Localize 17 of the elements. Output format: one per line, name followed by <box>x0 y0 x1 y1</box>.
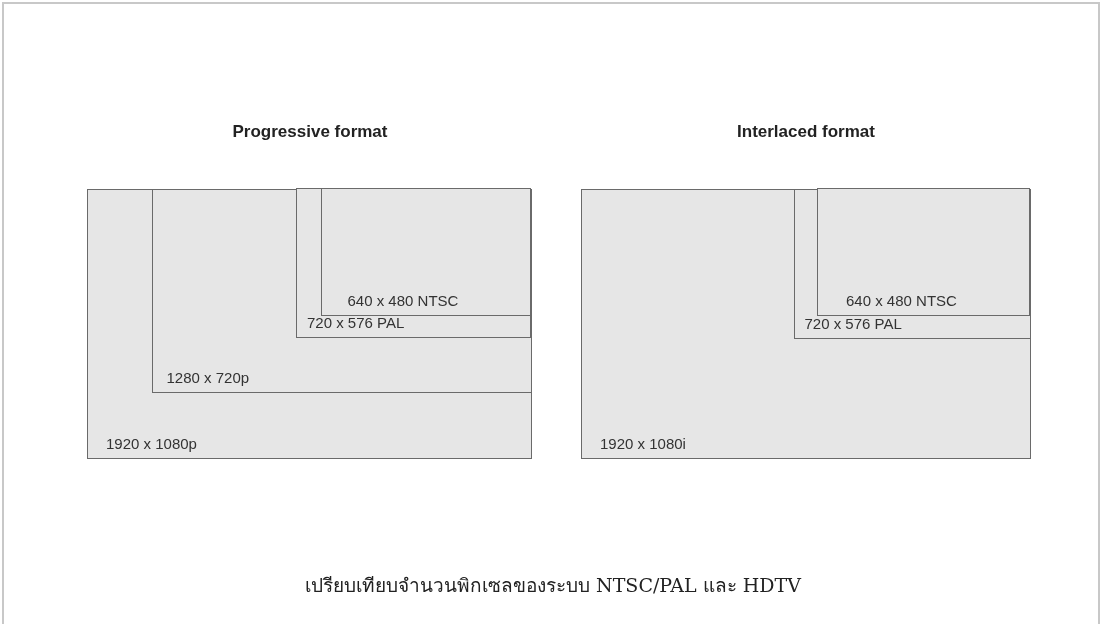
resolution-label: 640 x 480 NTSC <box>846 292 957 309</box>
resolution-box <box>320 187 531 316</box>
heading: Progressive format <box>232 122 388 142</box>
resolution-label: 1920 x 1080p <box>106 435 197 452</box>
resolution-label: 640 x 480 NTSC <box>347 291 459 309</box>
resolution-box <box>151 188 532 393</box>
resolution-label: 1280 x 720p <box>166 368 250 386</box>
heading: Interlaced format <box>737 122 875 142</box>
resolution-label: 720 x 576 PAL <box>307 314 405 331</box>
caption: เปรียบเทียบจำนวนพิกเซลของระบบ NTSC/PAL และ HDTV <box>305 573 801 598</box>
resolution-box <box>87 189 532 459</box>
resolution-box <box>793 188 1031 339</box>
resolution-label: 720 x 576 PAL <box>804 314 902 332</box>
resolution-box <box>581 189 1031 459</box>
resolution-box <box>296 188 531 338</box>
resolution-box <box>817 188 1030 316</box>
resolution-label: 1920 x 1080i <box>600 435 686 452</box>
